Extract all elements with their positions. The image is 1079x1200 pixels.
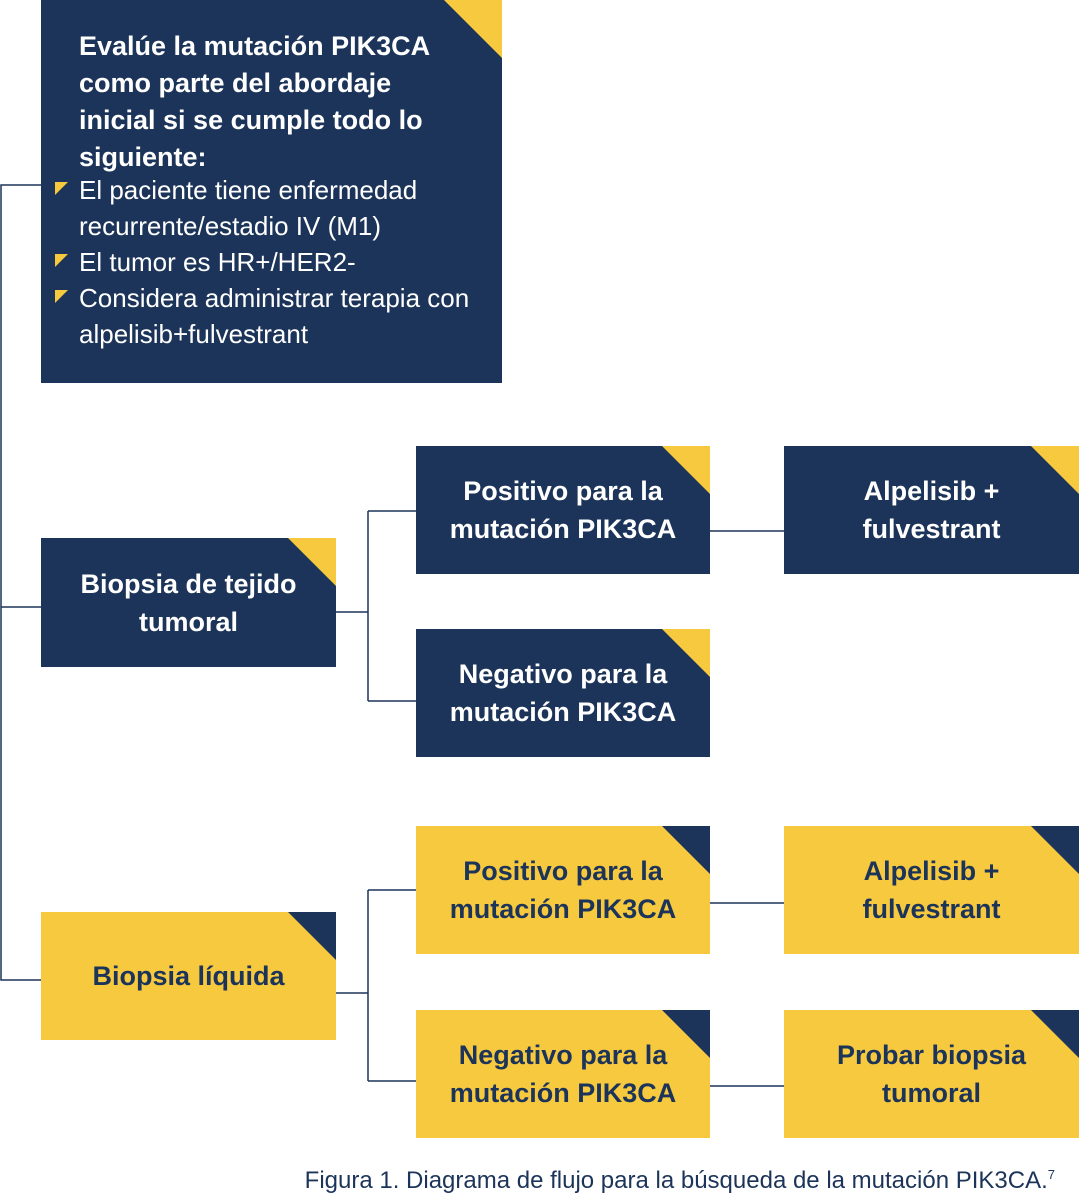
liquid-biopsy-box: Biopsia líquida — [41, 912, 336, 1040]
liquid-positive-label: Positivo para la mutación PIK3CA — [449, 856, 677, 924]
liquid-biopsy-label: Biopsia líquida — [92, 961, 285, 991]
corner-accent — [662, 826, 710, 874]
corner-accent — [1031, 446, 1079, 494]
criteria-item: Considera administrar terapia con alpeli… — [55, 280, 472, 352]
corner-accent — [288, 912, 336, 960]
tissue-positive-outcome-label: Alpelisib + fulvestrant — [862, 476, 1001, 544]
tissue-biopsy-box: Biopsia de tejido tumoral — [41, 538, 336, 667]
liquid-negative-label: Negativo para la mutación PIK3CA — [449, 1040, 677, 1108]
corner-accent — [662, 446, 710, 494]
corner-accent — [288, 538, 336, 586]
tissue-negative-box: Negativo para la mutación PIK3CA — [416, 629, 710, 757]
tissue-positive-outcome-box: Alpelisib + fulvestrant — [784, 446, 1079, 574]
corner-accent — [662, 629, 710, 677]
criteria-box: Evalúe la mutación PIK3CA como parte del… — [41, 0, 502, 383]
trunk-line — [0, 184, 41, 981]
corner-accent — [1031, 826, 1079, 874]
corner-accent — [1031, 1010, 1079, 1058]
tissue-positive-label: Positivo para la mutación PIK3CA — [449, 476, 677, 544]
bullet-triangle-icon — [55, 290, 68, 303]
tissue-biopsy-label: Biopsia de tejido tumoral — [80, 568, 297, 637]
tissue-negative-label: Negativo para la mutación PIK3CA — [449, 659, 677, 727]
criteria-item: El tumor es HR+/HER2- — [55, 244, 472, 280]
liquid-fork-line — [336, 889, 416, 1082]
liquid-negative-outcome-label: Probar biopsia tumoral — [836, 1040, 1027, 1108]
tissue-fork-line — [336, 510, 416, 702]
caption-text: Figura 1. Diagrama de flujo para la búsq… — [304, 1167, 1048, 1194]
liquid-positive-outcome-box: Alpelisib + fulvestrant — [784, 826, 1079, 954]
figure-caption: Figura 1. Diagrama de flujo para la búsq… — [305, 1167, 1055, 1195]
bullet-triangle-icon — [55, 254, 68, 267]
liquid-negative-outcome-box: Probar biopsia tumoral — [784, 1010, 1079, 1138]
caption-reference: 7 — [1047, 1167, 1055, 1182]
criteria-list: El paciente tiene enfermedad recurrente/… — [55, 172, 472, 352]
corner-accent — [444, 0, 502, 58]
liquid-positive-outcome-label: Alpelisib + fulvestrant — [862, 856, 1001, 924]
criteria-title: Evalúe la mutación PIK3CA como parte del… — [79, 31, 430, 172]
corner-accent — [662, 1010, 710, 1058]
liquid-negative-box: Negativo para la mutación PIK3CA — [416, 1010, 710, 1138]
tissue-positive-box: Positivo para la mutación PIK3CA — [416, 446, 710, 574]
criteria-item: El paciente tiene enfermedad recurrente/… — [55, 172, 472, 244]
liquid-positive-box: Positivo para la mutación PIK3CA — [416, 826, 710, 954]
bullet-triangle-icon — [55, 182, 68, 195]
